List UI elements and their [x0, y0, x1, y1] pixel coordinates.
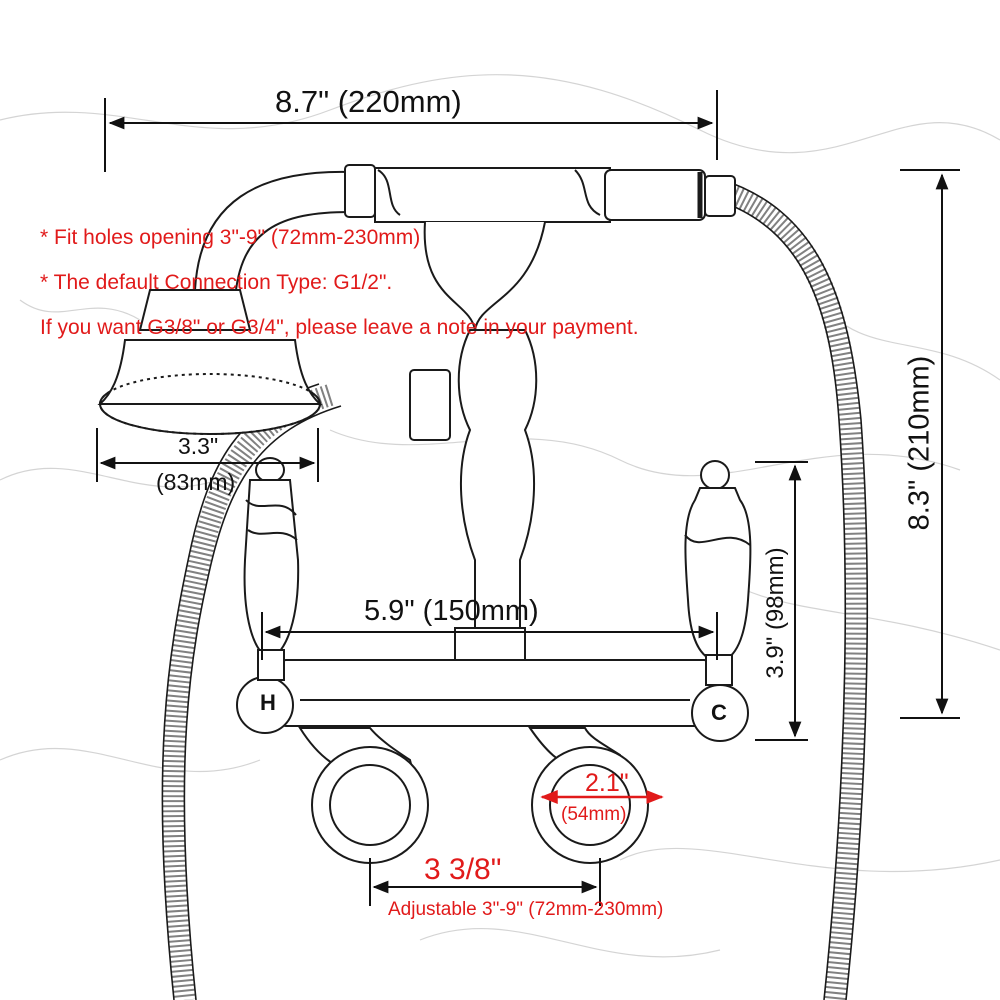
shower-head [97, 289, 323, 435]
dim-center-distance: 3 3/8" [424, 853, 502, 886]
dim-flange-inch: 2.1" [585, 769, 629, 797]
hand-shower [193, 164, 736, 302]
note-fit-holes: * Fit holes opening 3"-9" (72mm-230mm) [40, 226, 421, 249]
shower-hose-left [161, 383, 342, 1000]
dim-total-height: 8.3" (210mm) [903, 355, 936, 531]
dim-handle-height: 3.9" (98mm) [762, 547, 789, 679]
shower-hose-right [716, 178, 869, 1000]
wall-connectors [298, 727, 649, 864]
dim-head-width-inch: 3.3" [178, 433, 219, 459]
dim-center-adjustable: Adjustable 3"-9" (72mm-230mm) [388, 899, 664, 920]
note-alternate-connection: If you want G3/8" or G3/4", please leave… [40, 316, 639, 339]
dim-total-width: 8.7" (220mm) [275, 84, 462, 119]
note-connection-type: * The default Connection Type: G1/2". [40, 271, 393, 294]
hot-handle [243, 457, 300, 681]
dim-flange-mm: (54mm) [561, 804, 627, 825]
faucet-body [236, 659, 749, 742]
dim-spout-width: 5.9" (150mm) [364, 595, 539, 627]
dimension-lines [96, 90, 960, 906]
hot-handle-label: H [260, 690, 276, 715]
cradle-riser [409, 221, 546, 661]
cold-handle [684, 460, 752, 686]
cold-handle-label: C [711, 700, 727, 725]
dim-head-width-mm: (83mm) [156, 469, 236, 495]
